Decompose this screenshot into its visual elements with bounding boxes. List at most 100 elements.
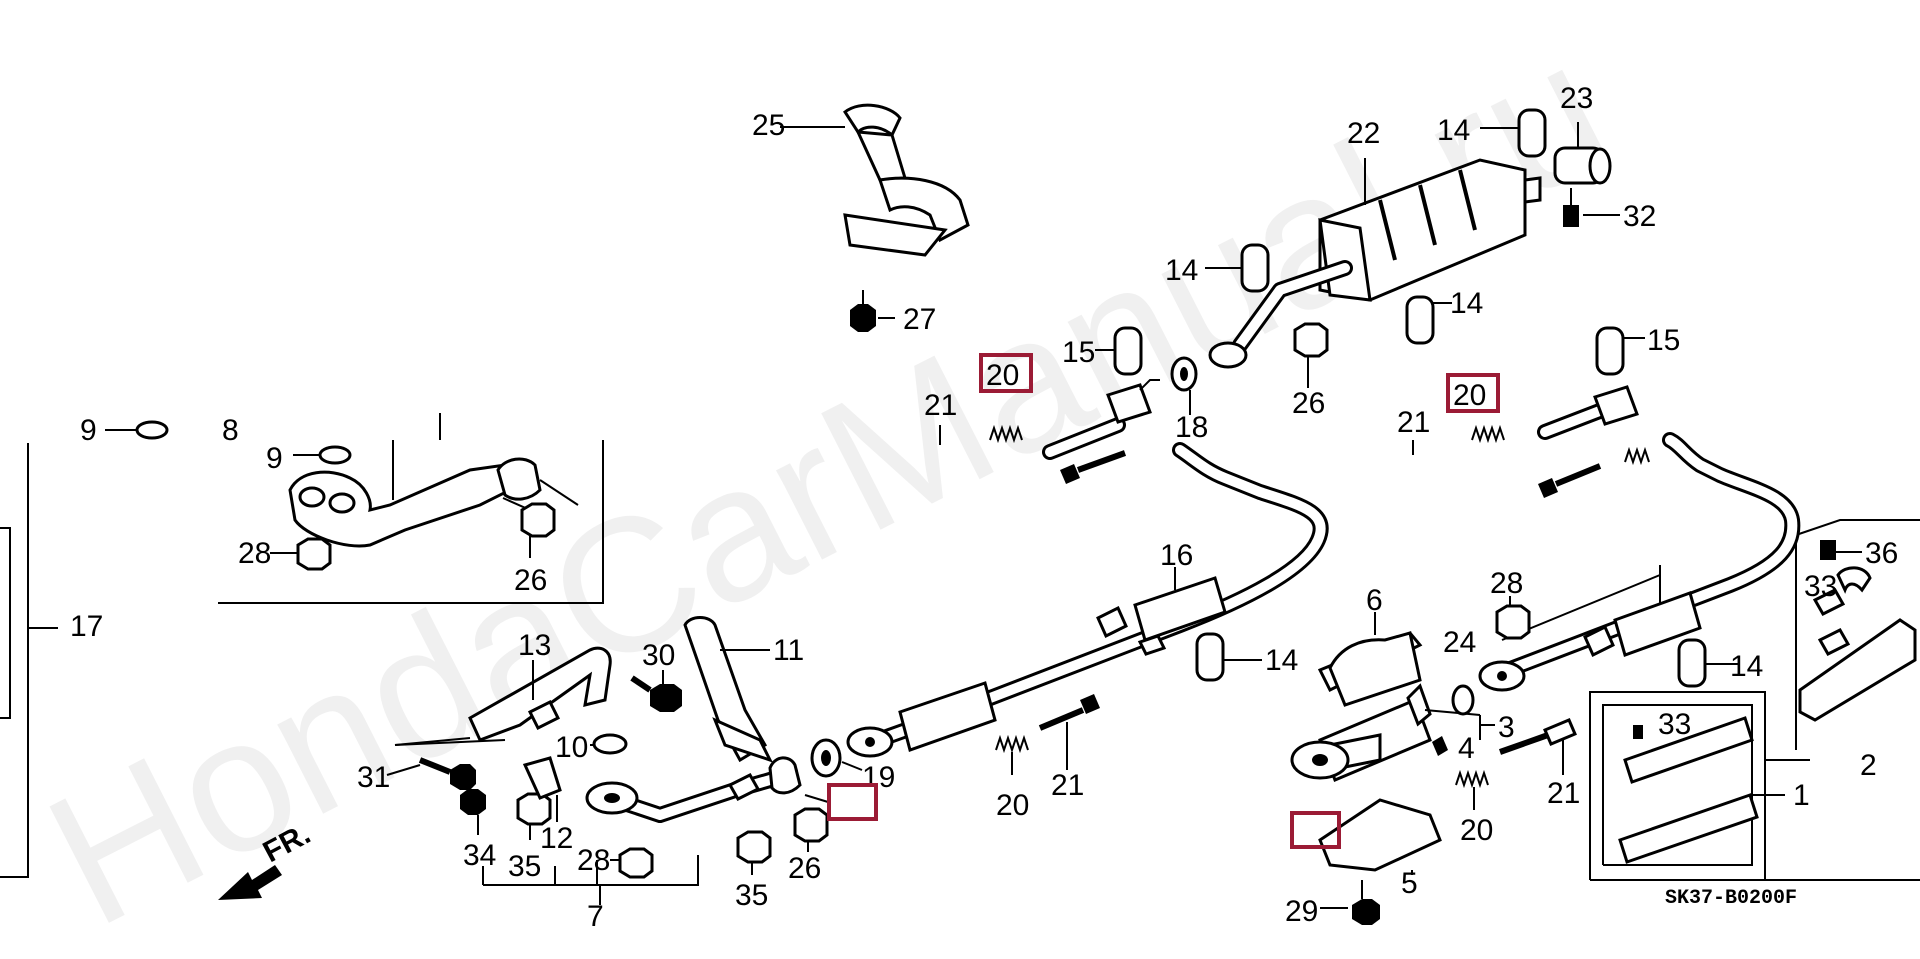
callout-8: 8 — [222, 414, 239, 447]
callout-14-right: 14 — [1730, 650, 1763, 683]
gasket-19 — [810, 738, 863, 778]
callout-21-right: 21 — [1547, 777, 1580, 810]
muffler-22 — [1208, 158, 1542, 369]
callout-22: 22 — [1347, 117, 1380, 150]
nut-35-left — [516, 792, 552, 840]
rubber-hanger-14-top — [1480, 108, 1547, 158]
callout-30: 30 — [642, 639, 675, 672]
nut-26-top — [1293, 322, 1329, 388]
nut-26-bottom — [793, 807, 829, 852]
center-pipe-right — [1478, 385, 1801, 692]
callout-28-top: 28 — [238, 537, 271, 570]
callout-3: 3 — [1498, 711, 1515, 744]
callout-20-top-right: 20 — [1453, 379, 1486, 412]
callout-35-left: 35 — [508, 850, 541, 883]
callout-35-bottom: 35 — [735, 879, 768, 912]
highlight-box-empty-center[interactable] — [827, 783, 878, 821]
gasket-9-top — [105, 420, 169, 440]
bolt-21-right — [1498, 718, 1577, 775]
callout-17: 17 — [70, 610, 103, 643]
spring-20-right — [1455, 769, 1489, 810]
callout-27: 27 — [903, 303, 936, 336]
spring-20-top-right — [1471, 424, 1505, 444]
gasket-24 — [1451, 684, 1475, 716]
callout-26-top: 26 — [1292, 387, 1325, 420]
callout-25: 25 — [752, 109, 785, 142]
callout-6: 6 — [1366, 584, 1383, 617]
bolt-21-top-right — [1412, 440, 1602, 498]
callout-20-mid: 20 — [996, 789, 1029, 822]
front-pipe-7 — [585, 756, 829, 823]
rubber-hanger-14-lower — [1195, 632, 1262, 682]
rubber-hanger-14-right — [1677, 638, 1740, 688]
callout-5: 5 — [1401, 867, 1418, 900]
bolt-32 — [1563, 188, 1620, 227]
bolt-31 — [386, 757, 476, 790]
gasket-10 — [590, 733, 628, 755]
bolt-30 — [630, 670, 682, 712]
callout-4: 4 — [1458, 732, 1475, 765]
callout-labels: 1 2 3 4 5 6 7 8 9 9 10 11 12 13 14 14 14… — [70, 82, 1898, 933]
diagram-code: SK37-B0200F — [1665, 887, 1797, 910]
callout-20-right: 20 — [1460, 814, 1493, 847]
highlight-box-20-left[interactable] — [979, 353, 1033, 393]
callout-26-bottom: 26 — [788, 852, 821, 885]
callout-21-top-right: 21 — [1397, 406, 1430, 439]
callout-12: 12 — [540, 822, 573, 855]
heat-shield-5 — [1318, 798, 1442, 875]
nut-28-top — [270, 537, 332, 571]
callout-24: 24 — [1443, 626, 1476, 659]
callout-23: 23 — [1560, 82, 1593, 115]
bolt-29 — [1320, 880, 1380, 925]
callout-34: 34 — [463, 839, 496, 872]
callout-21-mid: 21 — [1051, 769, 1084, 802]
bolt-21-top-left — [939, 425, 1127, 484]
frame-lines — [0, 413, 1920, 905]
highlight-box-20-right[interactable] — [1446, 373, 1500, 413]
callout-29: 29 — [1285, 895, 1318, 928]
exhaust-pipe-1 — [1618, 716, 1785, 864]
callout-18: 18 — [1175, 411, 1208, 444]
spring-20-upper-right — [1624, 446, 1650, 466]
bolt-21-mid — [1038, 694, 1100, 770]
nut-28-right — [1495, 596, 1531, 640]
callout-31: 31 — [357, 761, 390, 794]
bolt-27 — [850, 290, 895, 332]
callout-13: 13 — [518, 629, 551, 662]
callout-14-mid: 14 — [1450, 287, 1483, 320]
tailpipe-cap-23 — [1553, 122, 1612, 185]
highlight-box-empty-lower[interactable] — [1290, 811, 1341, 849]
rubber-hanger-15-right — [1595, 326, 1645, 376]
heat-shield-6 — [1317, 612, 1423, 707]
gasket-9-inner — [293, 445, 352, 465]
exhaust-pipe-2 — [1798, 540, 1917, 722]
bolt-4 — [1432, 736, 1448, 756]
callout-14-left: 14 — [1165, 254, 1198, 287]
callout-28-right: 28 — [1490, 567, 1523, 600]
spring-20-top-left — [989, 424, 1023, 444]
gasket-18 — [1170, 356, 1198, 415]
rubber-hanger-15-center — [1095, 326, 1143, 376]
callout-2: 2 — [1860, 749, 1877, 782]
callout-21-top-left: 21 — [924, 389, 957, 422]
callout-19: 19 — [862, 761, 895, 794]
callout-33-right: 33 — [1804, 570, 1837, 603]
callout-32: 32 — [1623, 200, 1656, 233]
callout-7: 7 — [587, 900, 604, 933]
callout-10: 10 — [555, 731, 588, 764]
callout-16: 16 — [1160, 539, 1193, 572]
catalytic-converter-3 — [1290, 683, 1495, 782]
bracket-11 — [683, 616, 773, 763]
callout-36: 36 — [1865, 537, 1898, 570]
exhaust-bracket-25 — [780, 103, 970, 257]
callout-1: 1 — [1793, 779, 1810, 812]
callout-33-inner: 33 — [1658, 708, 1691, 741]
callout-9-inner: 9 — [266, 442, 283, 475]
bolt-34 — [460, 789, 486, 835]
callout-9-outer: 9 — [80, 414, 97, 447]
bracket-12 — [522, 756, 562, 822]
callout-28-bottom: 28 — [577, 844, 610, 877]
callout-20-top-left: 20 — [986, 359, 1019, 392]
spring-20-mid — [995, 734, 1029, 775]
